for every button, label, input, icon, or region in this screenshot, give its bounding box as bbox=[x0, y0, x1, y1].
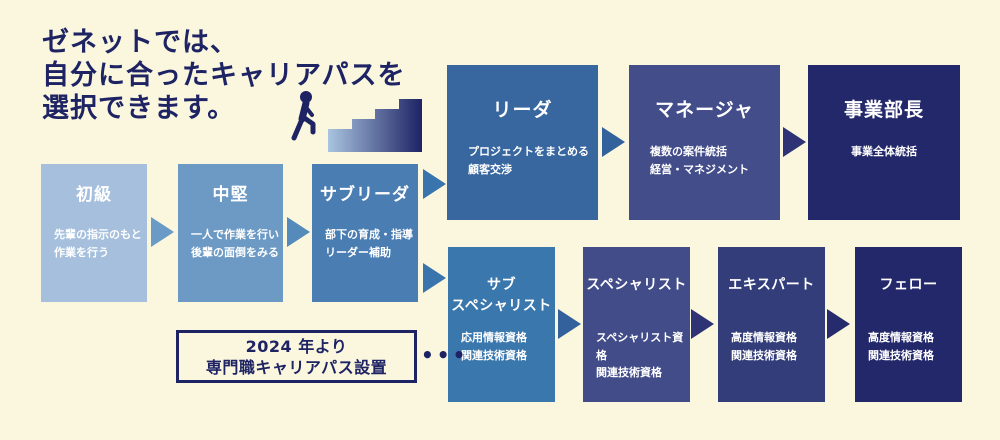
arrow-expert-to-fellow bbox=[827, 309, 850, 339]
box-title: 初級 bbox=[76, 185, 112, 205]
box-title: スペシャリスト bbox=[586, 277, 687, 293]
box-description: 高度情報資格関連技術資格 bbox=[731, 331, 797, 362]
box-description: 高度情報資格関連技術資格 bbox=[868, 331, 934, 362]
header-slogan: ゼネットでは、 自分に合ったキャリアパスを 選択できます。 bbox=[42, 26, 405, 125]
box-title: エキスパート bbox=[728, 277, 815, 293]
career-box-division-head: 事業部長 事業全体統括 bbox=[808, 65, 960, 220]
career-box-chuken: 中堅 一人で作業を行い後輩の面倒をみる bbox=[178, 164, 283, 302]
arrow-sub-leader-to-leader bbox=[423, 169, 446, 199]
note-line-1: 2024 年より bbox=[245, 336, 348, 356]
box-description: 事業全体統括 bbox=[851, 145, 917, 158]
connector-dots: ••• bbox=[421, 343, 469, 367]
box-title: マネージャ bbox=[655, 99, 754, 121]
walking-person-icon bbox=[291, 91, 316, 141]
career-box-fellow: フェロー 高度情報資格関連技術資格 bbox=[855, 247, 962, 402]
box-title: 事業部長 bbox=[843, 99, 924, 121]
arrow-specialist-to-expert bbox=[691, 309, 714, 339]
box-description: 一人で作業を行い後輩の面倒をみる bbox=[191, 228, 279, 259]
note-line-2: 専門職キャリアパス設置 bbox=[205, 357, 388, 377]
note-2024-specialist-path: 2024 年より 専門職キャリアパス設置 bbox=[176, 330, 417, 383]
career-box-shokyu: 初級 先輩の指示のもと作業を行う bbox=[41, 164, 147, 302]
career-box-leader: リーダ プロジェクトをまとめる顧客交渉 bbox=[447, 65, 598, 220]
career-box-expert: エキスパート 高度情報資格関連技術資格 bbox=[718, 247, 825, 402]
box-description: 応用情報資格関連技術資格 bbox=[461, 331, 527, 362]
arrow-sub-specialist-to-specialist bbox=[558, 309, 581, 339]
box-title: 中堅 bbox=[212, 185, 249, 205]
arrow-manager-to-division-head bbox=[783, 127, 806, 157]
box-description: 複数の案件統括経営・マネジメント bbox=[650, 145, 749, 176]
box-title: サブリーダ bbox=[320, 185, 410, 205]
arrow-leader-to-manager bbox=[602, 127, 625, 157]
arrow-shokyu-to-chuken bbox=[151, 217, 174, 247]
header-line-3: 選択できます。 bbox=[42, 93, 236, 124]
box-description: 先輩の指示のもと作業を行う bbox=[54, 228, 142, 259]
header-line-1: ゼネットでは、 bbox=[42, 27, 238, 58]
person-climbing-stairs-icon bbox=[291, 91, 422, 152]
box-description: 部下の育成・指導リーダー補助 bbox=[325, 228, 413, 259]
career-box-specialist: スペシャリスト スペシャリスト資格関連技術資格 bbox=[583, 247, 690, 402]
career-box-manager: マネージャ 複数の案件統括経営・マネジメント bbox=[629, 65, 780, 220]
header-line-2: 自分に合ったキャリアパスを bbox=[42, 60, 406, 91]
arrow-chuken-to-sub-leader bbox=[287, 217, 310, 247]
box-title: サブスペシャリスト bbox=[451, 277, 552, 314]
box-title: フェロー bbox=[879, 277, 938, 293]
career-box-sub-specialist: サブスペシャリスト 応用情報資格関連技術資格 bbox=[448, 247, 555, 402]
box-description: スペシャリスト資格関連技術資格 bbox=[596, 331, 684, 380]
stairs-shape bbox=[328, 99, 422, 152]
career-box-sub-leader: サブリーダ 部下の育成・指導リーダー補助 bbox=[312, 164, 418, 302]
box-description: プロジェクトをまとめる顧客交渉 bbox=[468, 145, 589, 176]
arrow-sub-leader-to-sub-specialist bbox=[423, 263, 446, 293]
box-title: リーダ bbox=[492, 99, 553, 121]
